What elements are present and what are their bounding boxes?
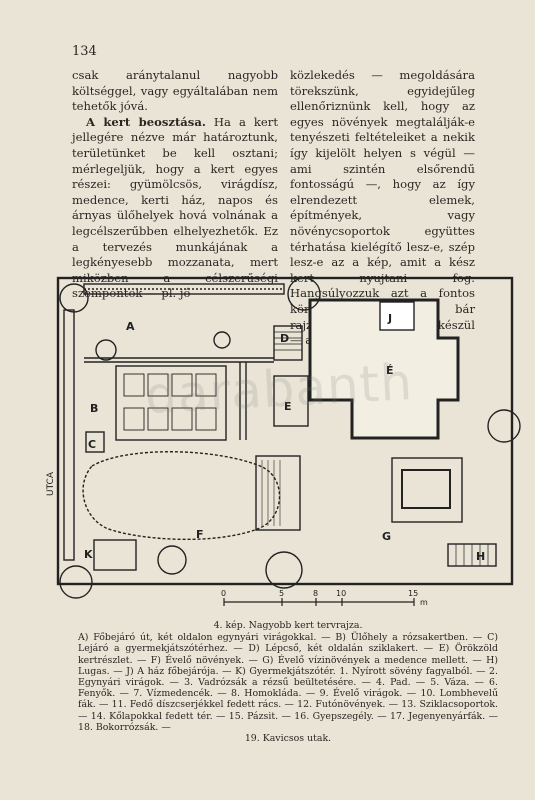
- tree: [265, 551, 303, 589]
- tree: [59, 283, 89, 313]
- scale-unit-label: m: [420, 598, 428, 607]
- house-entrance-j: [379, 301, 415, 331]
- hedge-left: [63, 309, 75, 561]
- tree: [487, 409, 521, 443]
- plan-label-e: E: [284, 400, 292, 413]
- lawn-path: [82, 451, 281, 541]
- tree: [213, 331, 231, 349]
- property-boundary: [56, 276, 514, 586]
- water-basin: [401, 469, 451, 509]
- caption-body: A) Főbejáró út, két oldalon egynyári vir…: [78, 632, 498, 733]
- plan-label-a: A: [126, 320, 135, 333]
- steps-c: [85, 431, 105, 453]
- scale-tick-label: 5: [279, 589, 284, 598]
- caption-last-line: 19. Kavicsos utak.: [244, 733, 332, 745]
- scale-tick-label: 15: [408, 589, 418, 598]
- plan-label-g: G: [382, 530, 391, 543]
- paragraph: csak aránytalanul nagyobb költséggel, va…: [72, 68, 278, 114]
- left-column: csak aránytalanul nagyobb költséggel, va…: [72, 68, 278, 302]
- page-number: 134: [72, 44, 97, 59]
- garden-plan-figure: A B C D E F G H J K É UTCA 0 5 8 10 15 m: [46, 276, 521, 607]
- run-in-heading: A kert beosztása.: [86, 114, 206, 129]
- paragraph: A kert beosztása. Ha a kert jellegére né…: [72, 115, 278, 302]
- plan-label-house: É: [386, 364, 394, 377]
- plan-label-d: D: [280, 332, 289, 345]
- plan-label-h: H: [476, 550, 485, 563]
- plan-label-b: B: [90, 402, 98, 415]
- scale-tick-label: 10: [336, 589, 346, 598]
- plan-label-k: K: [84, 548, 93, 561]
- tree: [59, 565, 93, 599]
- plan-label-f: F: [196, 528, 204, 541]
- plan-label-j: J: [387, 312, 392, 325]
- scale-tick-label: 8: [313, 589, 318, 598]
- pond-area-g: [391, 457, 463, 523]
- tree: [157, 545, 187, 575]
- rose-garden: [115, 365, 227, 441]
- figure-caption: 4. kép. Nagyobb kert tervrajza. A) Főbej…: [78, 620, 498, 744]
- playground-k: [93, 539, 137, 571]
- street-label: UTCA: [46, 471, 56, 496]
- caption-title: 4. kép. Nagyobb kert tervrajza.: [213, 620, 363, 631]
- steps-d: [273, 325, 303, 361]
- house-outline: [308, 298, 460, 440]
- tree: [95, 339, 117, 361]
- plan-label-c: C: [88, 438, 96, 451]
- paragraph-text: Ha a kert jellegére nézve már határoztun…: [72, 114, 278, 301]
- evergreen-area-e: [273, 375, 309, 427]
- scale-tick-label: 0: [221, 589, 226, 598]
- tree: [287, 277, 321, 311]
